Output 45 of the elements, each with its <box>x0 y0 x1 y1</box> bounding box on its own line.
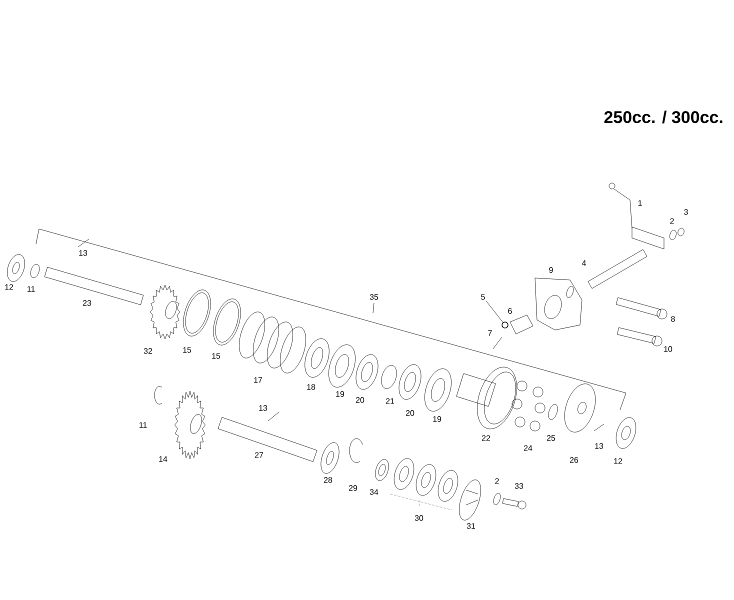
leader-line <box>486 300 504 323</box>
title: 250cc. / 300cc. <box>604 110 722 124</box>
callout-number: 5 <box>481 294 485 300</box>
pin-part <box>502 322 508 328</box>
callout-number: 20 <box>356 397 364 403</box>
callout-number: 13 <box>595 443 604 449</box>
callout-number: 20 <box>406 410 414 416</box>
callout-number: 15 <box>183 347 192 353</box>
callout-number: 28 <box>324 477 332 483</box>
callout-number: 12 <box>614 458 622 464</box>
callout-number: 30 <box>414 515 424 521</box>
callout-number: 24 <box>524 445 532 451</box>
callout-number: 35 <box>370 294 378 300</box>
callout-number: 4 <box>582 260 586 266</box>
callout-number: 22 <box>482 435 490 441</box>
callout-number: 6 <box>508 308 512 314</box>
callout-number: 14 <box>159 456 168 462</box>
callout-number: 15 <box>212 353 220 359</box>
callout-number: 25 <box>546 435 556 441</box>
callout-number: 1 <box>638 200 642 206</box>
callout-number: 13 <box>259 405 268 411</box>
callout-number: 8 <box>671 316 675 322</box>
callout-number: 19 <box>336 391 344 397</box>
callout-number: 29 <box>348 485 358 491</box>
callout-number: 9 <box>549 267 553 273</box>
callout-number: 11 <box>139 422 147 428</box>
callout-number: 2 <box>670 218 674 224</box>
callout-number: 10 <box>664 346 672 352</box>
callout-number: 27 <box>254 452 264 458</box>
callout-number: 13 <box>79 250 88 256</box>
callout-number: 31 <box>466 523 476 529</box>
callout-number: 11 <box>27 286 35 292</box>
callout-number: 26 <box>570 457 578 463</box>
callout-number: 2 <box>495 478 499 484</box>
callout-number: 3 <box>684 209 688 215</box>
callout-number: 18 <box>307 384 316 390</box>
callout-number: 33 <box>514 483 524 489</box>
callout-number: 17 <box>254 377 262 383</box>
callout-number: 12 <box>5 284 14 290</box>
callout-number: 21 <box>386 398 394 404</box>
callout-number: 7 <box>488 330 492 336</box>
callout-number: 23 <box>82 300 92 306</box>
callout-number: 32 <box>144 348 152 354</box>
callout-number: 19 <box>433 416 442 422</box>
callout-number: 34 <box>370 489 378 495</box>
